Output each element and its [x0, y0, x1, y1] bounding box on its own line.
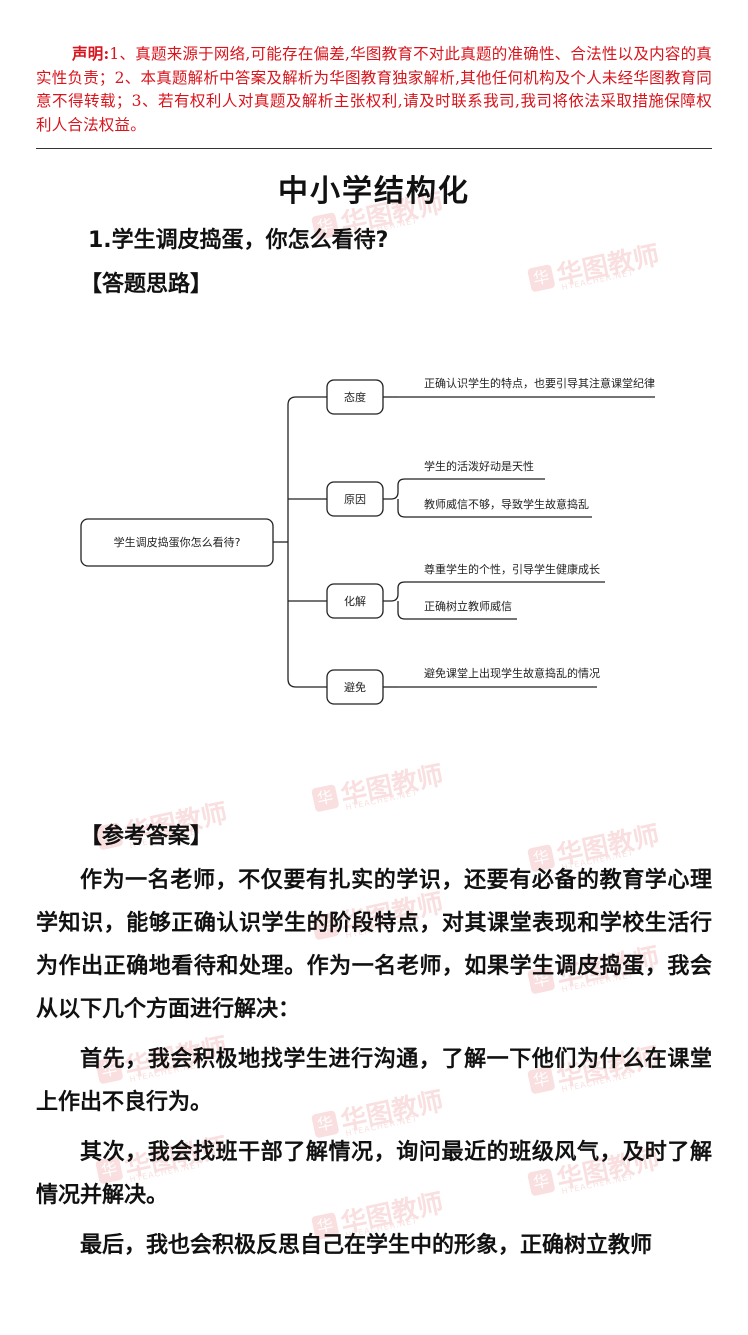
page-title: 中小学结构化: [278, 174, 470, 209]
mindmap-leaf-underlines: [398, 396, 655, 688]
watermark-sub: HTEACHER.NET: [344, 787, 419, 813]
thinking-label: 【答题思路】: [80, 272, 213, 297]
answer-paragraph: 首先，我会积极地找学生进行沟通，了解一下他们为什么在课堂上作出不良行为。: [36, 1047, 712, 1115]
divider: [36, 148, 712, 149]
disclaimer: 声明:1、真题来源于网络,可能存在偏差,华图教育不对此真题的准确性、合法性以及内…: [36, 42, 712, 137]
mindmap-root-label: 学生调皮捣蛋你怎么看待?: [114, 535, 241, 549]
mindmap-leaf-label: 教师威信不够，导致学生故意捣乱: [424, 497, 589, 511]
mindmap: 学生调皮捣蛋你怎么看待? 态度 原因 化解 避免 正确认识学生的特点，也要引导其…: [80, 376, 655, 705]
watermark-sub: HTEACHER.NET: [560, 267, 635, 293]
answer-label: 【参考答案】: [80, 824, 213, 849]
mindmap-branch-label: 态度: [344, 390, 366, 404]
disclaimer-lead: 声明:: [72, 44, 110, 63]
mindmap-connectors: [273, 396, 412, 688]
answer-paragraph: 作为一名老师，不仅要有扎实的学识，还要有必备的教育学心理学知识，能够正确认识学生…: [36, 868, 712, 1022]
watermark-logo-icon: 华: [526, 263, 556, 292]
watermark-text: 华图教师: [554, 240, 663, 292]
watermark-text: 华图教师: [338, 760, 447, 812]
mindmap-branch-node: [326, 379, 384, 415]
answer-paragraph: 其次，我会找班干部了解情况，询问最近的班级风气，及时了解情况并解决。: [36, 1140, 712, 1208]
mindmap-branch-label: 化解: [344, 594, 366, 608]
mindmap-leaf-label: 尊重学生的个性，引导学生健康成长: [424, 562, 600, 576]
mindmap-branch-label: 避免: [344, 680, 366, 694]
mindmap-leaf-label: 正确树立教师威信: [424, 599, 512, 613]
mindmap-leaf-label: 正确认识学生的特点，也要引导其注意课堂纪律: [424, 376, 655, 390]
mindmap-root-node: [80, 518, 274, 567]
answer-body: 作为一名老师，不仅要有扎实的学识，还要有必备的教育学心理学知识，能够正确认识学生…: [36, 859, 712, 1274]
mindmap-branch-node: [326, 583, 384, 619]
mindmap-branch-node: [326, 481, 384, 517]
watermark-logo-icon: 华: [310, 783, 340, 812]
answer-paragraph: 最后，我也会积极反思自己在学生中的形象，正确树立教师: [80, 1233, 653, 1258]
mindmap-branch-node: [326, 669, 384, 705]
mindmap-leaf-label: 学生的活泼好动是天性: [424, 459, 534, 473]
mindmap-branch-label: 原因: [344, 493, 366, 506]
question-heading: 1.学生调皮捣蛋，你怎么看待?: [88, 228, 389, 253]
disclaimer-text: 1、真题来源于网络,可能存在偏差,华图教育不对此真题的准确性、合法性以及内容的真…: [36, 45, 713, 134]
mindmap-leaf-label: 避免课堂上出现学生故意捣乱的情况: [424, 666, 600, 680]
